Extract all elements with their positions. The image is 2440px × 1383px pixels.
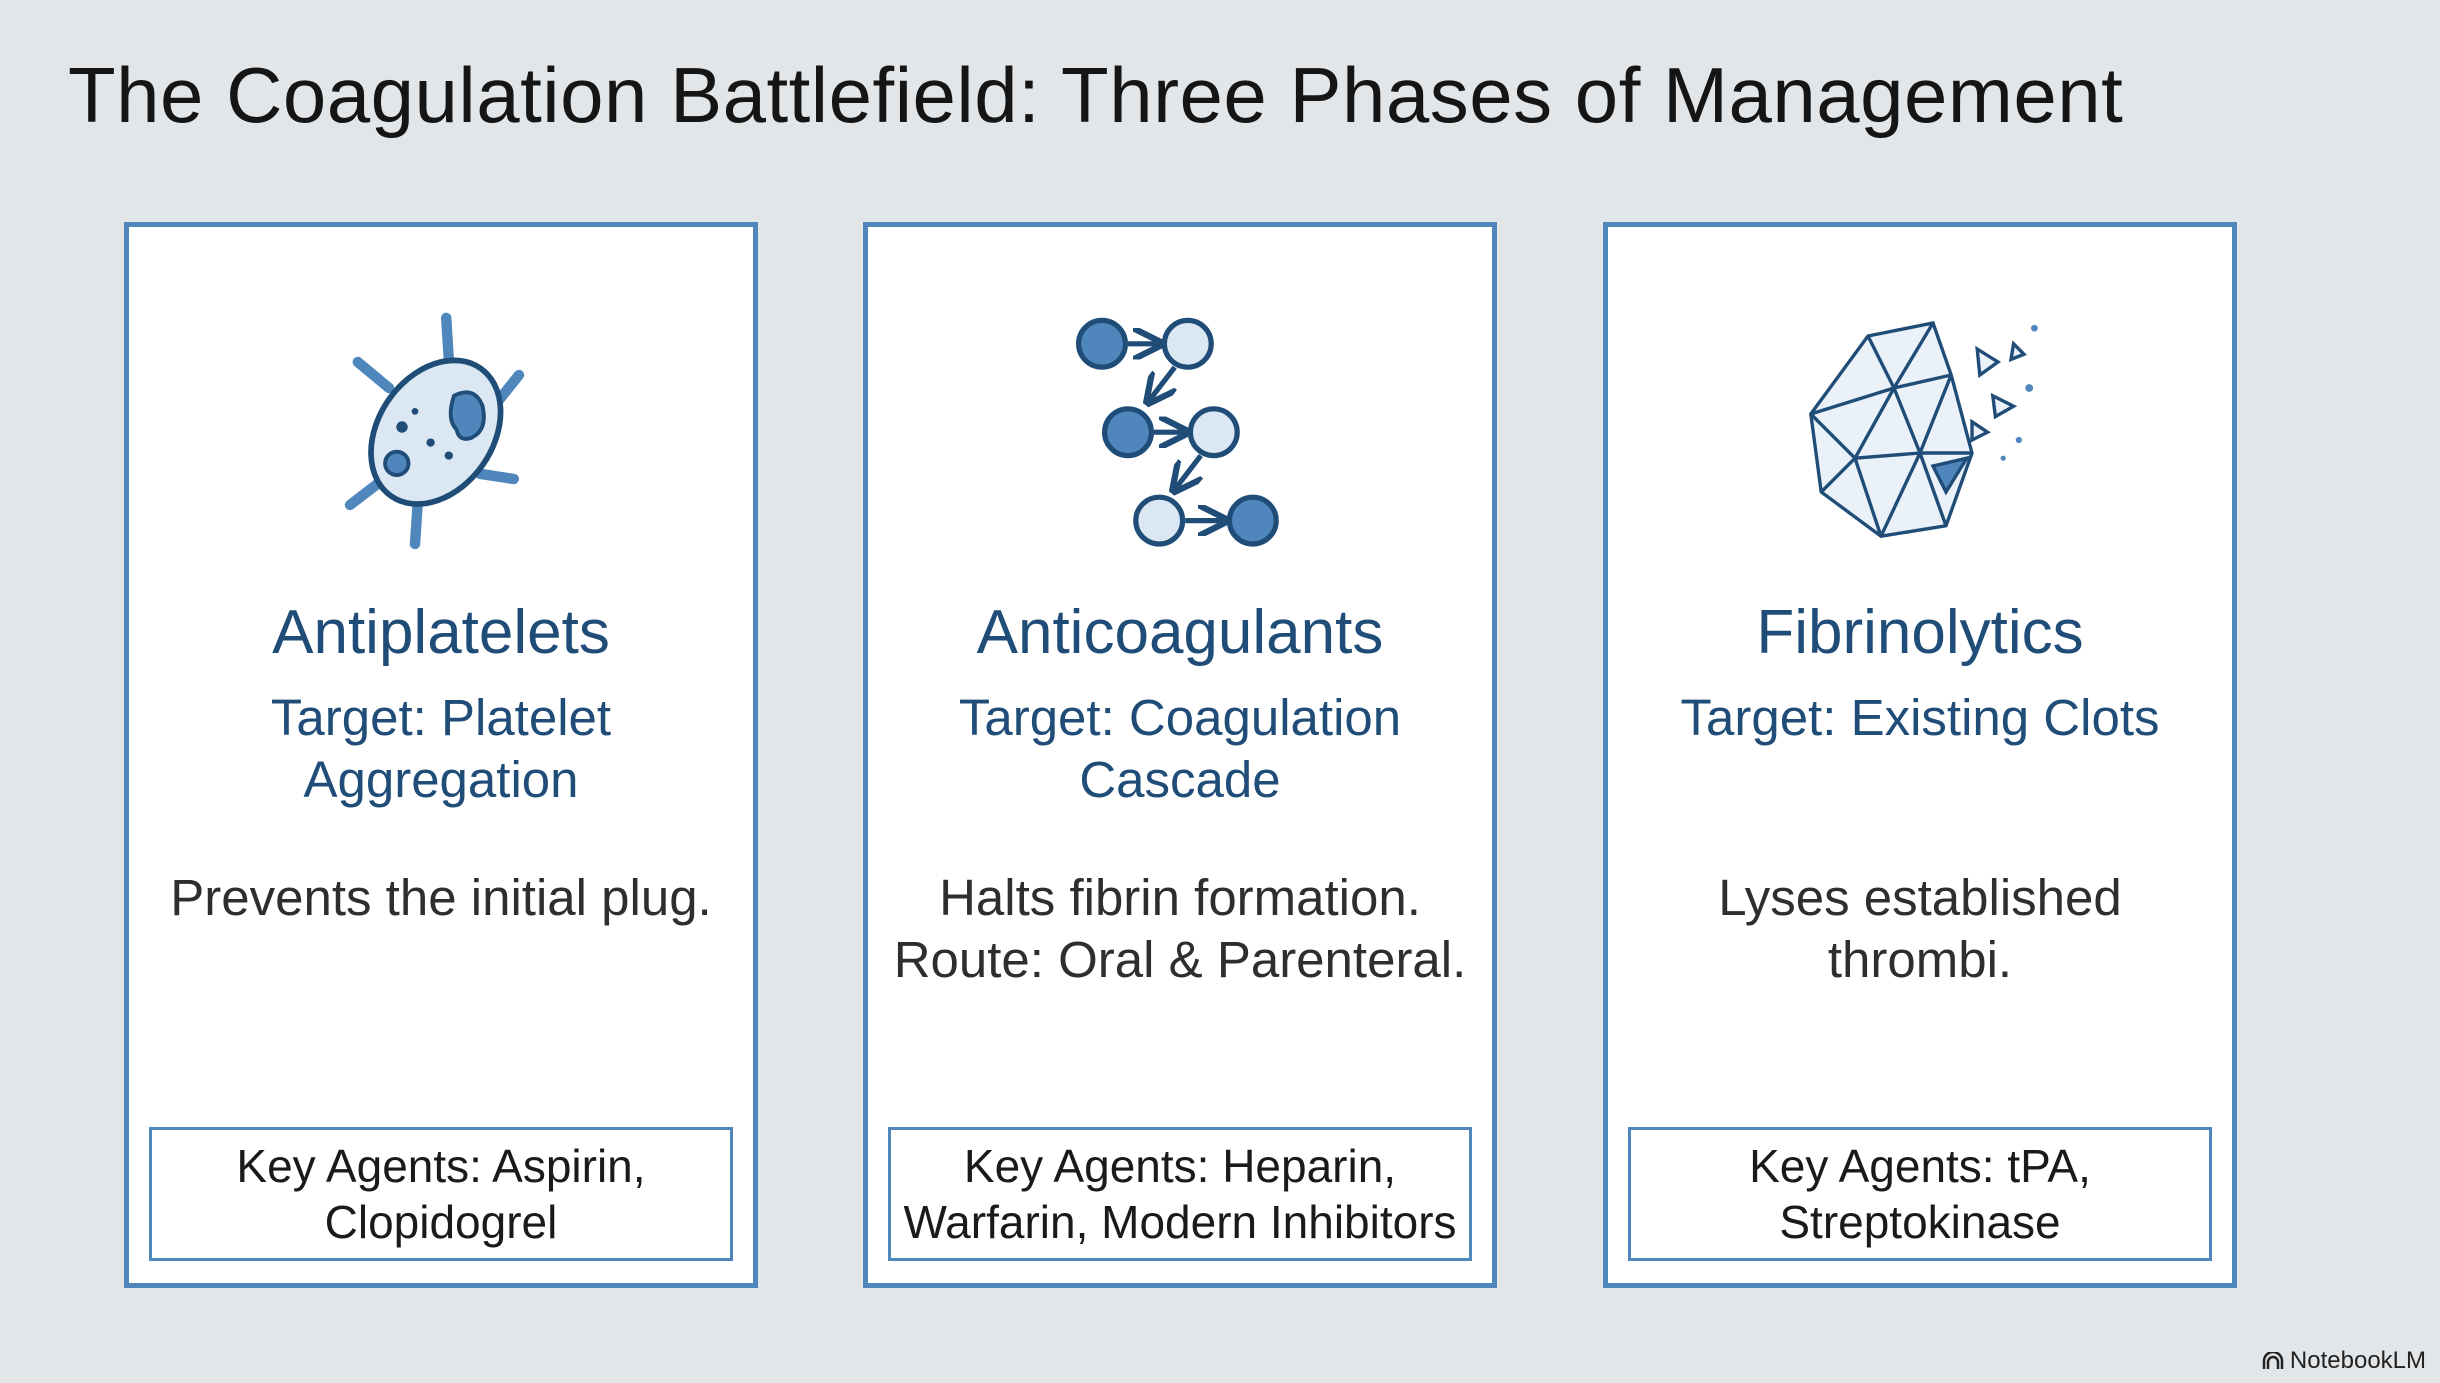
dissolving-clot-icon [1809,321,2038,538]
brand-label: NotebookLM [2289,1347,2426,1374]
card-target: Target: Coagulation Cascade [958,689,1402,808]
card-anticoagulants: Anticoagulants Target: Coagulation Casca… [863,222,1497,1288]
notebooklm-logo-icon [2262,1352,2284,1369]
card-fibrinolytics: Fibrinolytics Target: Existing Clots Lys… [1603,222,2237,1288]
card-description: Lyses established thrombi. [1718,869,2122,988]
key-agents-box: Key Agents: Aspirin, Clopidogrel [149,1127,733,1261]
key-agents-box: Key Agents: tPA, Streptokinase [1628,1127,2212,1261]
card-heading: Antiplatelets [272,598,610,667]
card-antiplatelets: Antiplatelets Target: Platelet Aggregati… [124,222,758,1288]
key-agents-box: Key Agents: Heparin, Warfarin, Modern In… [888,1127,1472,1261]
card-heading: Fibrinolytics [1756,598,2084,667]
card-description: Halts fibrin formation. Route: Oral & Pa… [893,869,1467,988]
card-target: Target: Platelet Aggregation [270,689,612,808]
card-heading: Anticoagulants [976,598,1384,667]
notebooklm-watermark: NotebookLM [2262,1347,2426,1375]
cascade-icon [1076,317,1279,547]
platelet-icon [344,312,525,550]
card-target: Target: Existing Clots [1680,689,2160,746]
page-title: The Coagulation Battlefield: Three Phase… [68,51,2124,139]
card-description: Prevents the initial plug. [170,869,712,926]
